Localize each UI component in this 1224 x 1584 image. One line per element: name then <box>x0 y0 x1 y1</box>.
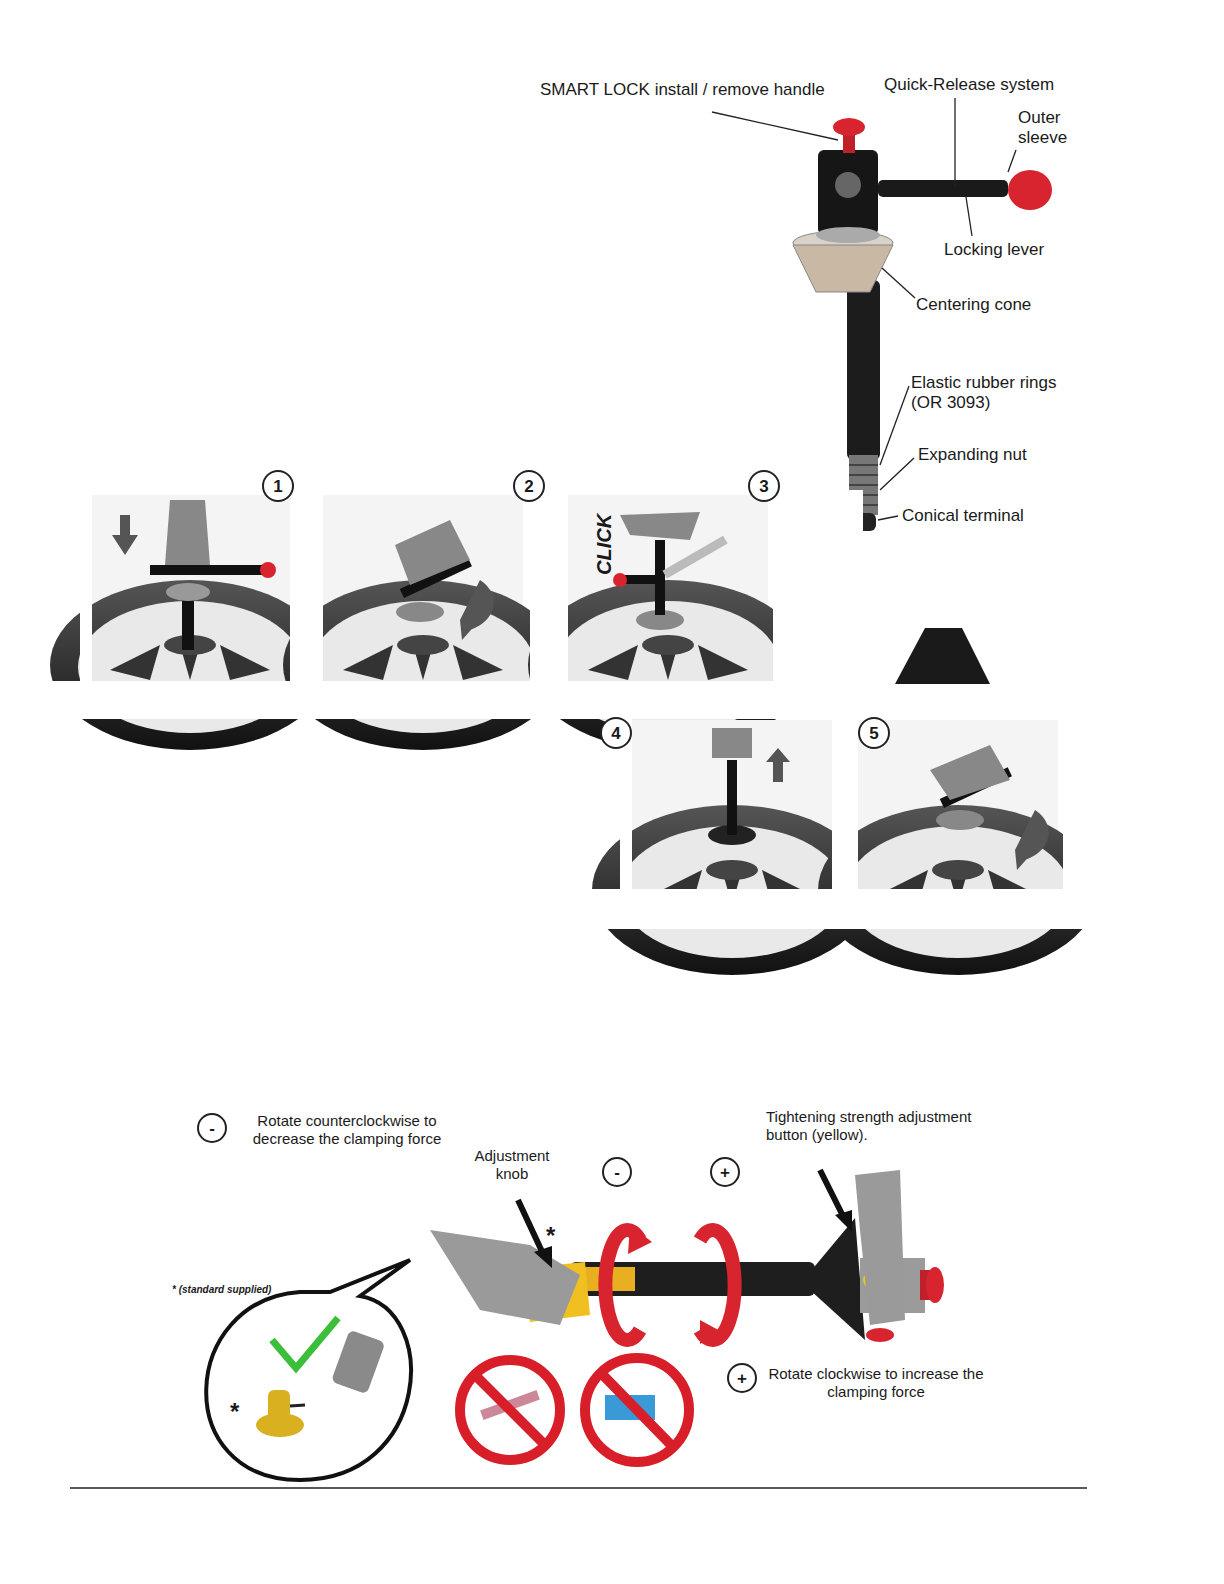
part-label: Adjustment knob <box>462 1147 562 1183</box>
callout-number: 2 <box>524 478 533 495</box>
part-label: Conical terminal <box>902 506 1062 526</box>
part-label: Expanding nut <box>918 445 1068 465</box>
callout-circle: + <box>727 1363 757 1393</box>
click-mark: CLICK <box>592 505 616 575</box>
callout-circle: 5 <box>858 717 890 749</box>
callout-circle: 2 <box>513 470 545 502</box>
part-label: Locking lever <box>944 240 1074 260</box>
part-label: * <box>230 1398 250 1427</box>
callout-number: - <box>614 1164 620 1181</box>
part-label: Quick-Release system <box>884 75 1084 95</box>
callout-number: + <box>720 1164 730 1181</box>
centering-cone-spare <box>895 628 990 684</box>
step-photos <box>0 480 1224 975</box>
part-label: * <box>546 1222 566 1251</box>
callout-circle: 4 <box>600 717 632 749</box>
part-label: Elastic rubber rings (OR 3093) <box>911 373 1086 414</box>
smart-lock-tool <box>793 118 1052 531</box>
callout-circle: - <box>197 1113 227 1143</box>
callout-number: 3 <box>759 478 768 495</box>
callout-number: + <box>737 1370 747 1387</box>
part-label: * (standard supplied) <box>172 1284 372 1296</box>
callout-number: - <box>209 1120 215 1137</box>
callout-circle: 3 <box>748 470 780 502</box>
adjustment-illustration <box>206 1170 944 1480</box>
callout-circle: 1 <box>262 470 294 502</box>
part-label: Centering cone <box>916 295 1066 315</box>
callout-circle: + <box>710 1157 740 1187</box>
callout-number: 5 <box>869 725 878 742</box>
part-label: Rotate clockwise to increase the clampin… <box>766 1365 986 1401</box>
part-label: Tightening strength adjustment button (y… <box>766 1108 996 1144</box>
part-label: SMART LOCK install / remove handle <box>540 80 860 100</box>
callout-circle: - <box>602 1157 632 1187</box>
callout-number: 1 <box>273 478 282 495</box>
part-label: Rotate counterclockwise to decrease the … <box>232 1112 462 1148</box>
part-label: Outer sleeve <box>1018 108 1088 149</box>
callout-number: 4 <box>611 725 620 742</box>
